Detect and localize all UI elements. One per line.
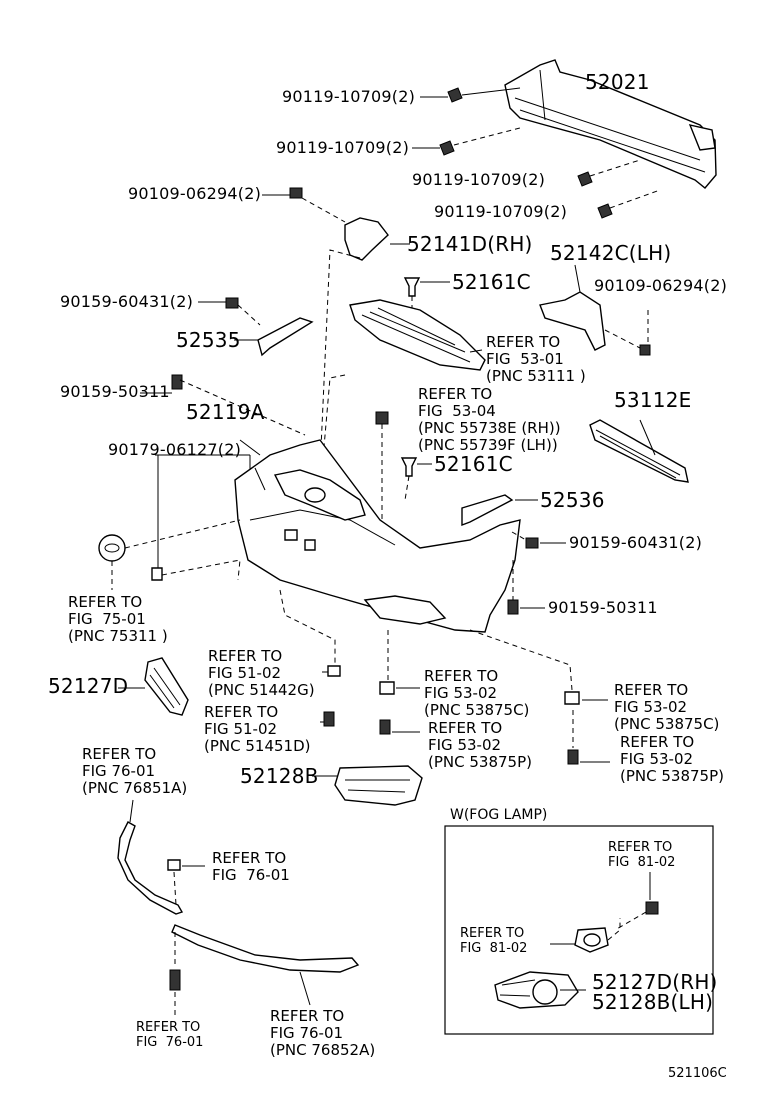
part-52141D-label: 52141D(RH) — [407, 232, 533, 256]
refer-fig-81-02-a: REFER TO FIG 81-02 — [608, 840, 676, 870]
refer-fig-53-02-b: REFER TO FIG 53-02 (PNC 53875C) — [614, 681, 720, 733]
refer-fig-76-01-c: REFER TO FIG 76-01 (PNC 76852A) — [270, 1007, 376, 1059]
refer-fig-53-01: REFER TO FIG 53-01 (PNC 53111 ) — [486, 333, 586, 385]
spoiler-part — [117, 799, 205, 915]
bolt-90159-label-1: 90159-60431(2) — [60, 292, 194, 311]
part-52535-label: 52535 — [176, 328, 241, 352]
refer-fig-53-02-d: REFER TO FIG 53-02 (PNC 53875P) — [620, 733, 724, 785]
fog-cover-part — [118, 657, 189, 716]
lower-grille-part — [589, 419, 689, 483]
refer-fig-76-01-d: REFER TO FIG 76-01 — [136, 1020, 204, 1050]
part-52021-label: 52021 — [585, 70, 650, 94]
clip-icon — [400, 277, 450, 501]
refer-fig-76-01-b: REFER TO FIG 76-01 — [212, 849, 290, 884]
grille-part — [321, 299, 486, 471]
part-52142C-label: 52142C(LH) — [550, 241, 672, 265]
refer-fig-53-02-c: REFER TO FIG 53-02 (PNC 53875P) — [428, 719, 532, 771]
bolt-icon — [140, 374, 306, 436]
part-53112E-label: 53112E — [614, 388, 692, 412]
bolt-90159-label-2: 90159-50311 — [60, 382, 170, 401]
fog-lamp-inset-frame — [444, 825, 714, 1035]
bracket-rh-part — [319, 217, 410, 471]
bolt-90109-label-2: 90109-06294(2) — [594, 276, 728, 295]
bolt-icon — [262, 87, 661, 223]
part-52128B-label: 52128B — [240, 764, 319, 788]
bumper-reinforcement-part — [504, 59, 717, 189]
emblem-icon — [98, 454, 251, 590]
part-52536-label: 52536 — [540, 488, 605, 512]
bolt-90119-label-1: 90119-10709(2) — [282, 87, 416, 106]
part-52127D-RH-label: 52127D(RH) — [592, 970, 718, 994]
bolt-90159-label-3: 90159-60431(2) — [569, 533, 703, 552]
bumper-cover-part — [234, 439, 538, 633]
fog-grille-part — [312, 765, 423, 806]
bolt-90119-label-2: 90119-10709(2) — [276, 138, 410, 157]
fog-lamp-inset-parts — [494, 872, 659, 1009]
bolt-icon — [375, 411, 566, 615]
part-52119A-label: 52119A — [186, 400, 265, 424]
part-52128B-LH-label: 52128B(LH) — [592, 990, 714, 1014]
part-52127D-label: 52127D — [48, 674, 129, 698]
bolt-90159-label-4: 90159-50311 — [548, 598, 658, 617]
part-52161C-label-2: 52161C — [434, 452, 513, 476]
refer-fig-53-04: REFER TO FIG 53-04 (PNC 55738E (RH)) (PN… — [418, 385, 561, 454]
bracket-lh-part — [539, 264, 651, 356]
refer-fig-76-01-a: REFER TO FIG 76-01 (PNC 76851A) — [82, 745, 188, 797]
refer-fig-81-02-b: REFER TO FIG 81-02 — [460, 926, 528, 956]
refer-fig-75-01: REFER TO FIG 75-01 (PNC 75311 ) — [68, 593, 168, 645]
part-52161C-label-1: 52161C — [452, 270, 531, 294]
bolt-90119-label-3: 90119-10709(2) — [412, 170, 546, 189]
clip-icon — [279, 589, 610, 765]
retainer-part — [198, 297, 314, 357]
bolt-90109-label-1: 90109-06294(2) — [128, 184, 262, 203]
refer-fig-53-02-a: REFER TO FIG 53-02 (PNC 53875C) — [424, 667, 530, 719]
figure-code: 521106C — [668, 1066, 727, 1081]
refer-fig-51-02-a: REFER TO FIG 51-02 (PNC 51442G) — [208, 647, 315, 699]
fog-lamp-title: W(FOG LAMP) — [450, 807, 548, 823]
bolt-90119-label-4: 90119-10709(2) — [434, 202, 568, 221]
refer-fig-51-02-b: REFER TO FIG 51-02 (PNC 51451D) — [204, 703, 311, 755]
lower-spoiler-part — [169, 924, 360, 1015]
bolt-90179-label: 90179-06127(2) — [108, 440, 242, 459]
